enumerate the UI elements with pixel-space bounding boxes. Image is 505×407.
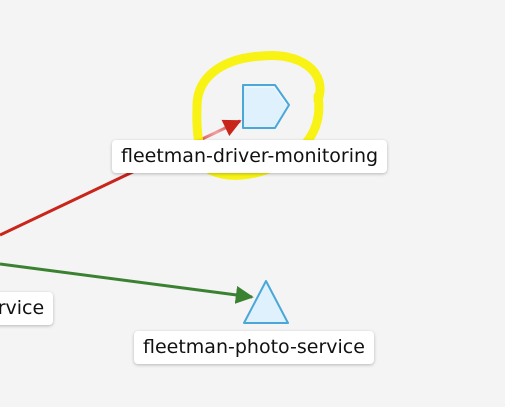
photo-service-node-icon[interactable]: [243, 280, 289, 324]
edge-to-driver-monitoring[interactable]: [0, 119, 242, 237]
source-service-label[interactable]: ervice: [0, 292, 54, 325]
edge-to-photo-service[interactable]: [0, 262, 254, 304]
driver-monitoring-label[interactable]: fleetman-driver-monitoring: [112, 140, 388, 173]
photo-service-label[interactable]: fleetman-photo-service: [134, 331, 374, 364]
driver-node-highlight-edge: [245, 86, 288, 106]
driver-monitoring-node-icon[interactable]: [242, 84, 290, 129]
